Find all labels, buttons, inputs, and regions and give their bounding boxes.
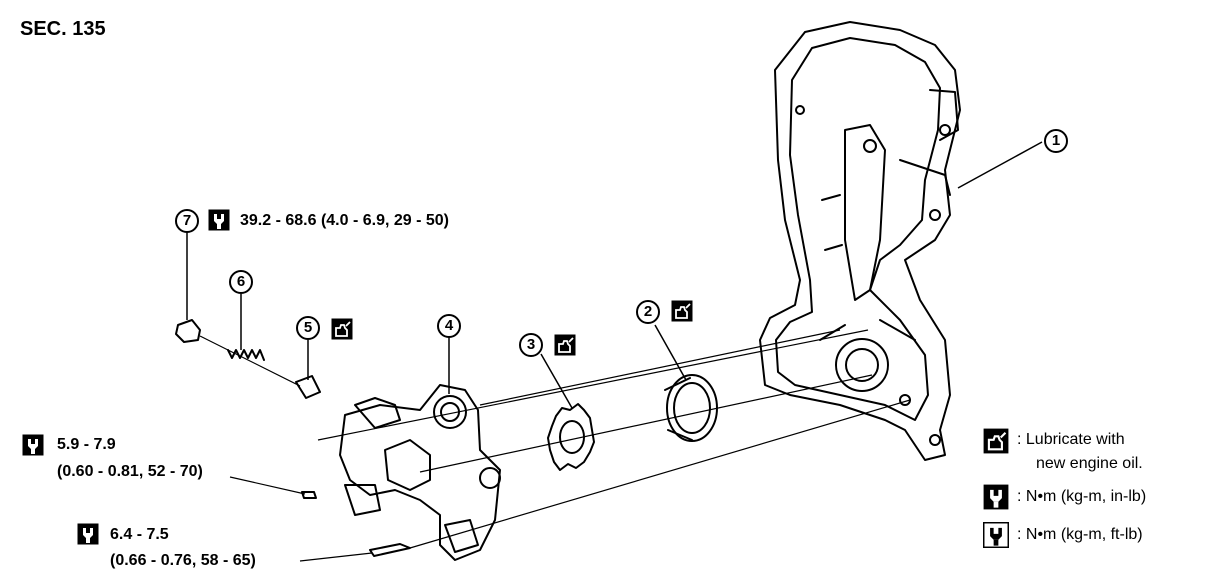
relief-valve-spring-part: [227, 349, 265, 361]
legend-unit-ft-lb: : N•m (kg-m, ft-lb): [1017, 526, 1143, 543]
relief-valve-plug-part: [175, 319, 201, 343]
callout-3: 3: [519, 333, 543, 357]
relief-valve-part: [295, 375, 321, 399]
bolt-small: [301, 491, 317, 499]
torque-wrench-in-lb-icon: [22, 434, 44, 456]
torque-wrench-ft-lb-icon: [208, 209, 230, 231]
legend-unit-in-lb: : N•m (kg-m, in-lb): [1017, 488, 1147, 505]
callout-5: 5: [296, 316, 320, 340]
oil-can-icon: [671, 300, 693, 322]
section-title: SEC. 135: [20, 18, 106, 40]
oil-can-icon: [554, 334, 576, 356]
torque-wrench-in-lb-icon: [983, 484, 1009, 510]
inner-rotor-part: [547, 403, 595, 471]
legend-lubricate-line2: new engine oil.: [1036, 455, 1143, 472]
oil-can-icon: [983, 428, 1009, 454]
callout-6: 6: [229, 270, 253, 294]
torque-spec-b-line2: (0.66 - 0.76, 58 - 65): [110, 552, 256, 569]
torque-spec-a-line1: 5.9 - 7.9: [57, 436, 116, 453]
outer-rotor-part: [664, 374, 718, 442]
front-cover-part: [759, 21, 961, 461]
torque-spec-plug: 39.2 - 68.6 (4.0 - 6.9, 29 - 50): [240, 212, 450, 229]
callout-4: 4: [437, 314, 461, 338]
callout-7: 7: [175, 209, 199, 233]
callout-1: 1: [1044, 129, 1068, 153]
bolt-long: [369, 543, 411, 557]
torque-wrench-ft-lb-icon: [983, 522, 1009, 548]
torque-spec-a-line2: (0.60 - 0.81, 52 - 70): [57, 463, 203, 480]
torque-spec-b-line1: 6.4 - 7.5: [110, 526, 169, 543]
torque-wrench-in-lb-icon: [77, 523, 99, 545]
oil-pump-body-part: [339, 384, 501, 561]
callout-2: 2: [636, 300, 660, 324]
oil-can-icon: [331, 318, 353, 340]
legend-lubricate-line1: : Lubricate with: [1017, 431, 1125, 448]
